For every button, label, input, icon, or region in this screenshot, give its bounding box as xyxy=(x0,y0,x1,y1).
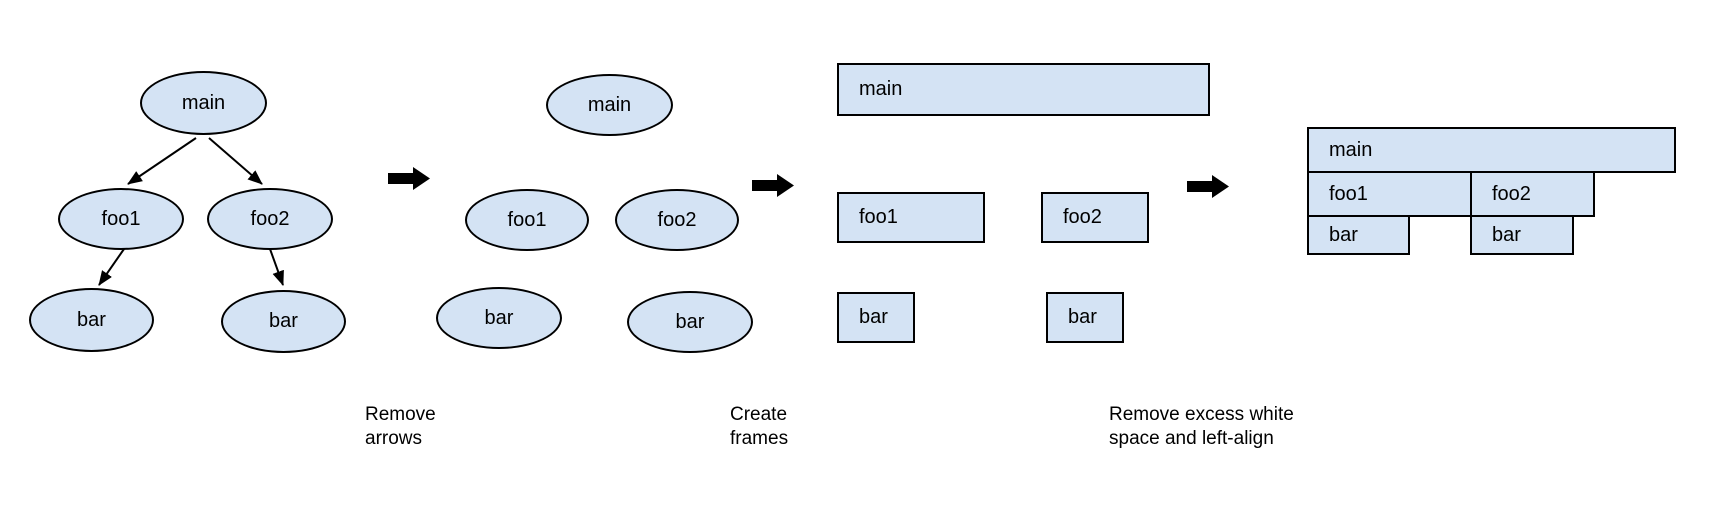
frame-label: bar xyxy=(1068,306,1097,328)
node-label: foo1 xyxy=(101,207,141,230)
node-label: foo2 xyxy=(657,208,697,231)
frame-label: bar xyxy=(1329,223,1358,246)
node-label: foo2 xyxy=(250,207,290,230)
step-arrow-icon-1 xyxy=(388,167,430,190)
step2-node-bar-right: bar xyxy=(627,291,753,353)
step2-node-bar-left: bar xyxy=(436,287,562,349)
caption-create-frames: Create frames xyxy=(730,403,788,451)
step1-node-foo2: foo2 xyxy=(207,188,333,250)
step2-node-main: main xyxy=(546,74,673,136)
node-label: bar xyxy=(77,308,106,331)
step3-frame-bar-left: bar xyxy=(837,292,915,343)
step1-node-foo1: foo1 xyxy=(58,188,184,250)
step4-frame-foo2: foo2 xyxy=(1470,171,1595,217)
frame-label: foo2 xyxy=(1492,182,1531,205)
edge-main-foo1 xyxy=(127,137,197,185)
frame-label: bar xyxy=(859,306,888,328)
step1-node-bar-left: bar xyxy=(29,288,154,352)
step1-node-bar-right: bar xyxy=(221,290,346,353)
step4-frame-main: main xyxy=(1307,127,1676,173)
frame-label: foo2 xyxy=(1063,206,1102,228)
step4-frame-bar-right: bar xyxy=(1470,215,1574,255)
caption-left-align: Remove excess white space and left-align xyxy=(1109,403,1294,451)
caption-line: Remove excess white xyxy=(1109,404,1294,425)
caption-line: Create xyxy=(730,404,788,425)
caption-line: arrows xyxy=(365,428,423,449)
frame-label: foo1 xyxy=(859,206,898,228)
frame-label: main xyxy=(1329,138,1373,161)
frame-label: bar xyxy=(1492,223,1521,246)
caption-line: frames xyxy=(730,428,789,449)
step3-frame-foo2: foo2 xyxy=(1041,192,1149,243)
frame-label: main xyxy=(859,78,903,100)
node-label: main xyxy=(587,93,632,116)
frame-label: foo1 xyxy=(1329,182,1368,205)
step4-frame-foo1: foo1 xyxy=(1307,171,1472,217)
step3-frame-bar-right: bar xyxy=(1046,292,1124,343)
step-arrow-icon-2 xyxy=(752,174,794,197)
step1-node-main: main xyxy=(140,71,267,135)
step3-frame-foo1: foo1 xyxy=(837,192,985,243)
caption-line: Remove xyxy=(365,404,436,425)
call-tree-edges xyxy=(98,137,284,286)
node-label: bar xyxy=(484,306,514,329)
node-label: foo1 xyxy=(507,208,547,231)
caption-remove-arrows: Remove arrows xyxy=(365,403,436,451)
node-label: main xyxy=(181,91,226,114)
step4-frame-bar-left: bar xyxy=(1307,215,1410,255)
caption-line: space and left-align xyxy=(1109,428,1274,449)
step2-node-foo1: foo1 xyxy=(465,189,589,251)
edge-foo1-bar xyxy=(98,248,125,286)
node-label: bar xyxy=(675,310,705,333)
edge-foo2-bar xyxy=(269,248,284,286)
node-label: bar xyxy=(269,310,298,332)
step3-frame-main: main xyxy=(837,63,1210,116)
step2-node-foo2: foo2 xyxy=(615,189,739,251)
step-arrow-icon-3 xyxy=(1187,175,1229,198)
edge-main-foo2 xyxy=(208,137,263,185)
